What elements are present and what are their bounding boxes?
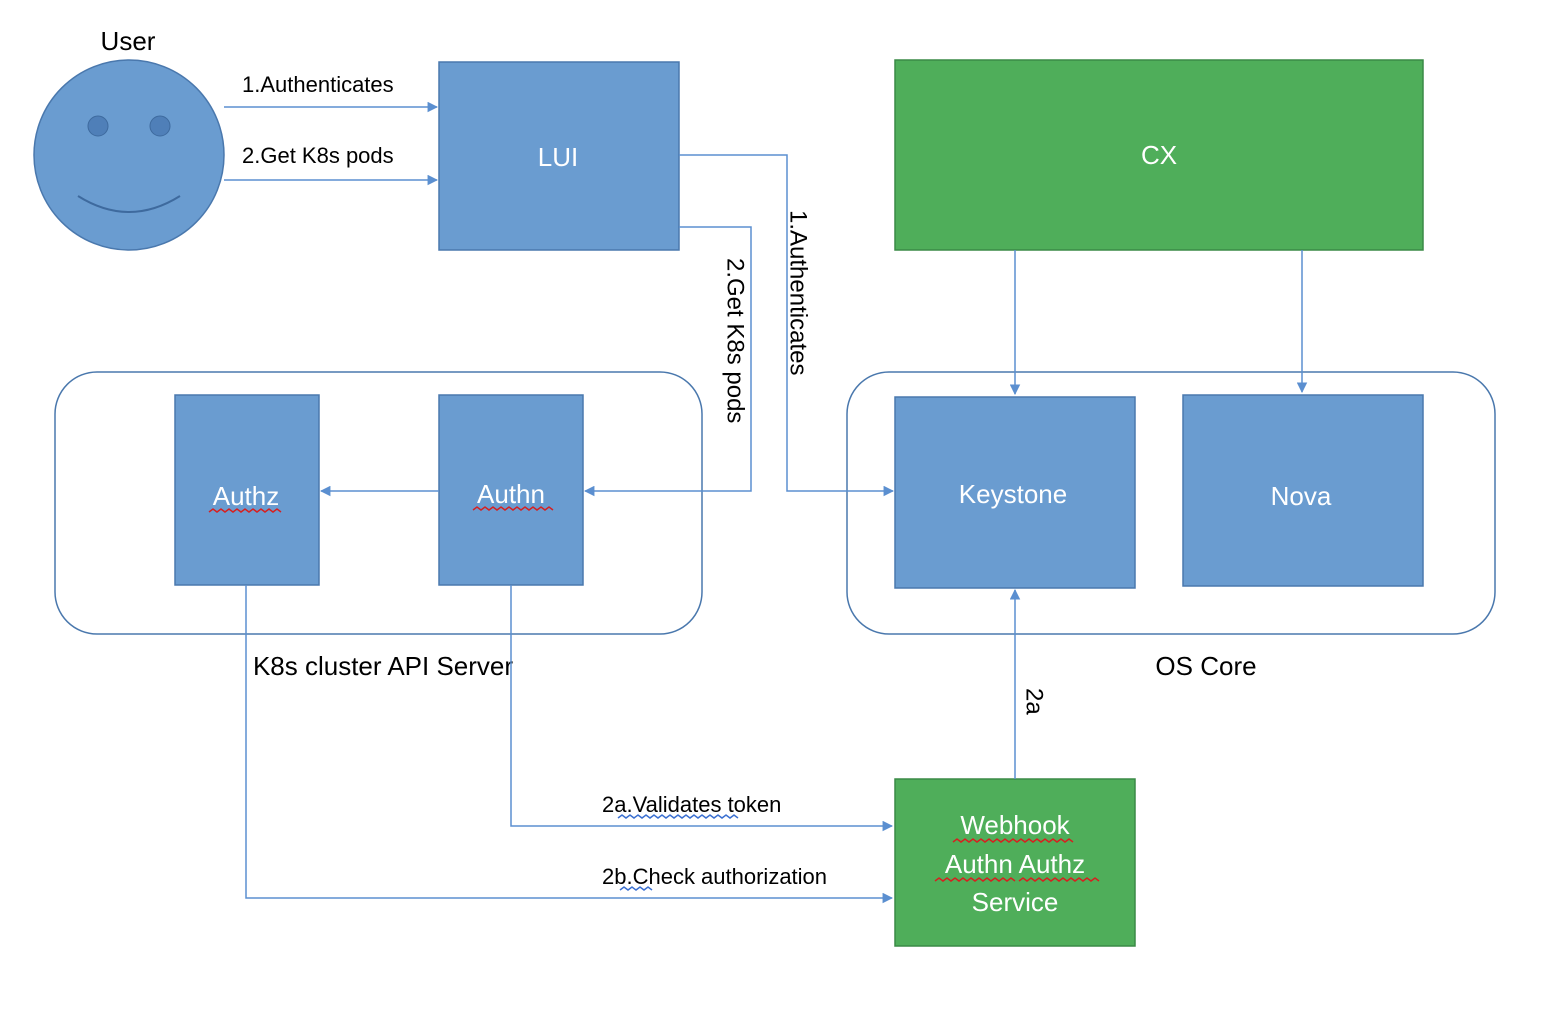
cx-box[interactable] <box>894 59 1424 251</box>
edge-label-webhook-keystone: 2a <box>1021 688 1048 715</box>
check-authorization-spellcheck-underline <box>619 886 653 891</box>
authz-box[interactable] <box>174 394 320 586</box>
smiley-face-icon <box>33 59 225 251</box>
lui-box[interactable] <box>438 61 680 251</box>
os-core-group-label: OS Core <box>1155 651 1256 681</box>
edge-label-lui-keystone-authenticates: 1.Authenticates <box>785 210 812 375</box>
webhook-box[interactable] <box>894 778 1136 947</box>
user-label: User <box>101 26 156 56</box>
edge-authz-webhook <box>245 585 894 904</box>
validates-token-spellcheck-underline <box>617 814 739 819</box>
authn-spellcheck-underline <box>472 506 554 511</box>
user-avatar <box>33 59 225 251</box>
webhook-label-line2: Authn Authz <box>945 849 1085 879</box>
nova-label: Nova <box>1271 481 1332 511</box>
authz-label: Authz <box>213 481 280 511</box>
webhook-authz-spellcheck-underline <box>1018 877 1100 882</box>
k8s-cluster-group <box>54 371 703 635</box>
nova-box[interactable] <box>1182 394 1424 587</box>
webhook-authn-spellcheck-underline <box>934 877 1016 882</box>
lui-label: LUI <box>538 142 578 172</box>
authn-box[interactable] <box>438 394 584 586</box>
smiley-left-eye <box>87 115 109 137</box>
smiley-right-eye <box>149 115 171 137</box>
k8s-group-label: K8s cluster API Server <box>253 651 513 681</box>
edge-label-check-authorization: 2b.Check authorization <box>602 864 827 889</box>
edge-lui-authn-get-pods <box>583 226 752 497</box>
edge-label-lui-authn-get-pods: 2.Get K8s pods <box>722 258 749 423</box>
edge-authn-webhook <box>510 585 894 832</box>
webhook-label-line1: Webhook <box>960 810 1070 840</box>
smiley-mouth <box>77 195 181 213</box>
edge-label-validates-token: 2a.Validates token <box>602 792 781 817</box>
edge-lui-keystone-authenticates <box>679 154 895 497</box>
os-core-group <box>846 371 1496 635</box>
cx-label: CX <box>1141 140 1177 170</box>
authz-spellcheck-underline <box>208 508 282 513</box>
keystone-box[interactable] <box>894 396 1136 589</box>
webhook-spellcheck-underline <box>952 838 1074 843</box>
edge-label-user-authenticates: 1.Authenticates <box>242 72 394 97</box>
edge-label-user-get-pods: 2.Get K8s pods <box>242 143 394 168</box>
webhook-label-line3: Service <box>972 887 1059 917</box>
keystone-label: Keystone <box>959 479 1067 509</box>
authn-label: Authn <box>477 479 545 509</box>
